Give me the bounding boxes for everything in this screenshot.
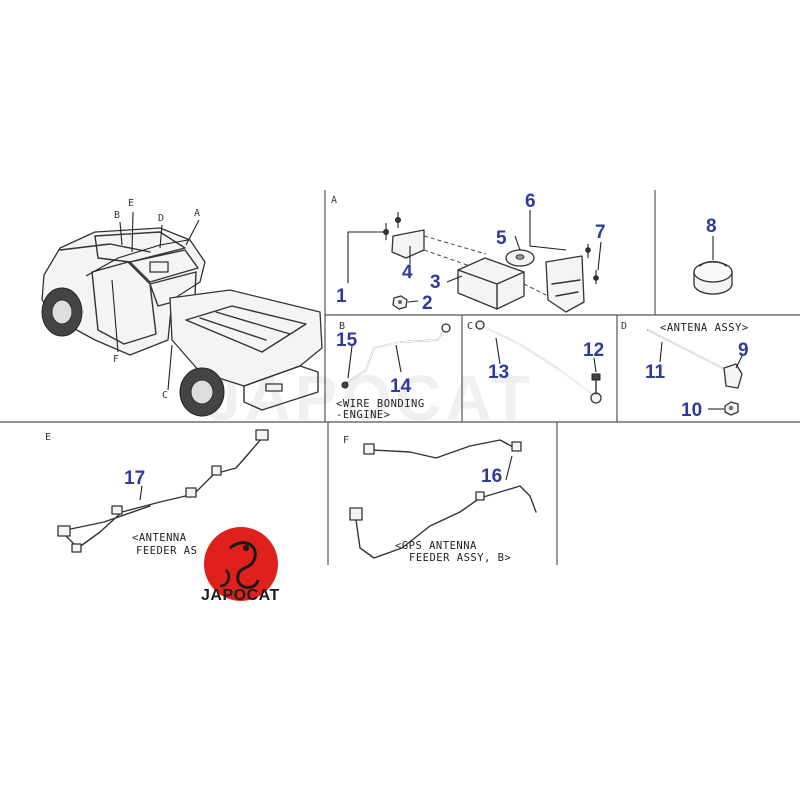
part-number-4: 4 (402, 262, 413, 283)
part-number-13: 13 (488, 362, 509, 383)
part-number-12: 12 (583, 340, 604, 361)
japocat-logo: JAPOCAT (201, 527, 280, 604)
section-c-rod (475, 320, 602, 404)
section-label-c: C (467, 321, 473, 332)
part-number-8: 8 (706, 216, 717, 237)
note-gps-feeder-line1: <GPS ANTENNA (395, 540, 477, 552)
vehicle-label-d: D (158, 213, 164, 224)
section-label-f: F (343, 435, 349, 446)
note-gps-feeder-line2: FEEDER ASSY, B> (409, 552, 511, 564)
vehicle-label-c: C (162, 390, 168, 401)
part-number-2: 2 (422, 293, 433, 314)
part-number-1: 1 (336, 286, 347, 307)
panel-grid (0, 190, 800, 565)
part-number-11: 11 (645, 362, 666, 383)
part-number-17: 17 (124, 468, 145, 489)
part-number-16: 16 (481, 466, 502, 487)
vehicle-label-e: E (128, 198, 134, 209)
section-d-antenna (647, 329, 743, 416)
section-label-a: A (331, 195, 337, 206)
part-number-9: 9 (738, 340, 749, 361)
part-number-5: 5 (496, 228, 507, 249)
section-b-wire (341, 323, 451, 389)
part-number-7: 7 (595, 222, 606, 243)
part-number-6: 6 (525, 191, 536, 212)
note-wire-bonding-line1: <WIRE BONDING (336, 398, 425, 410)
note-antena-assy: <ANTENA ASSY> (660, 322, 749, 334)
note-antenna-feeder-line2: FEEDER AS (136, 545, 197, 557)
part-number-10: 10 (681, 400, 702, 421)
part-number-15: 15 (336, 330, 358, 351)
section-label-b: B (339, 321, 345, 332)
part-number-3: 3 (430, 272, 441, 293)
note-wire-bonding-line2: -ENGINE> (336, 409, 391, 421)
part-number-14: 14 (390, 376, 412, 397)
vehicle-label-f: F (113, 354, 119, 365)
logo-text: JAPOCAT (201, 587, 280, 604)
section-e-feeder (57, 429, 269, 553)
note-antenna-feeder-line1: <ANTENNA (132, 532, 187, 544)
section-label-d: D (621, 321, 627, 332)
section-label-e: E (45, 432, 51, 443)
section-a-illustration (347, 210, 602, 313)
vehicle-label-b: B (114, 210, 120, 221)
section-f-gps-feeder (349, 439, 537, 559)
part-8-cap (693, 236, 733, 295)
truck-illustration (41, 211, 323, 417)
vehicle-label-a: A (194, 208, 200, 219)
